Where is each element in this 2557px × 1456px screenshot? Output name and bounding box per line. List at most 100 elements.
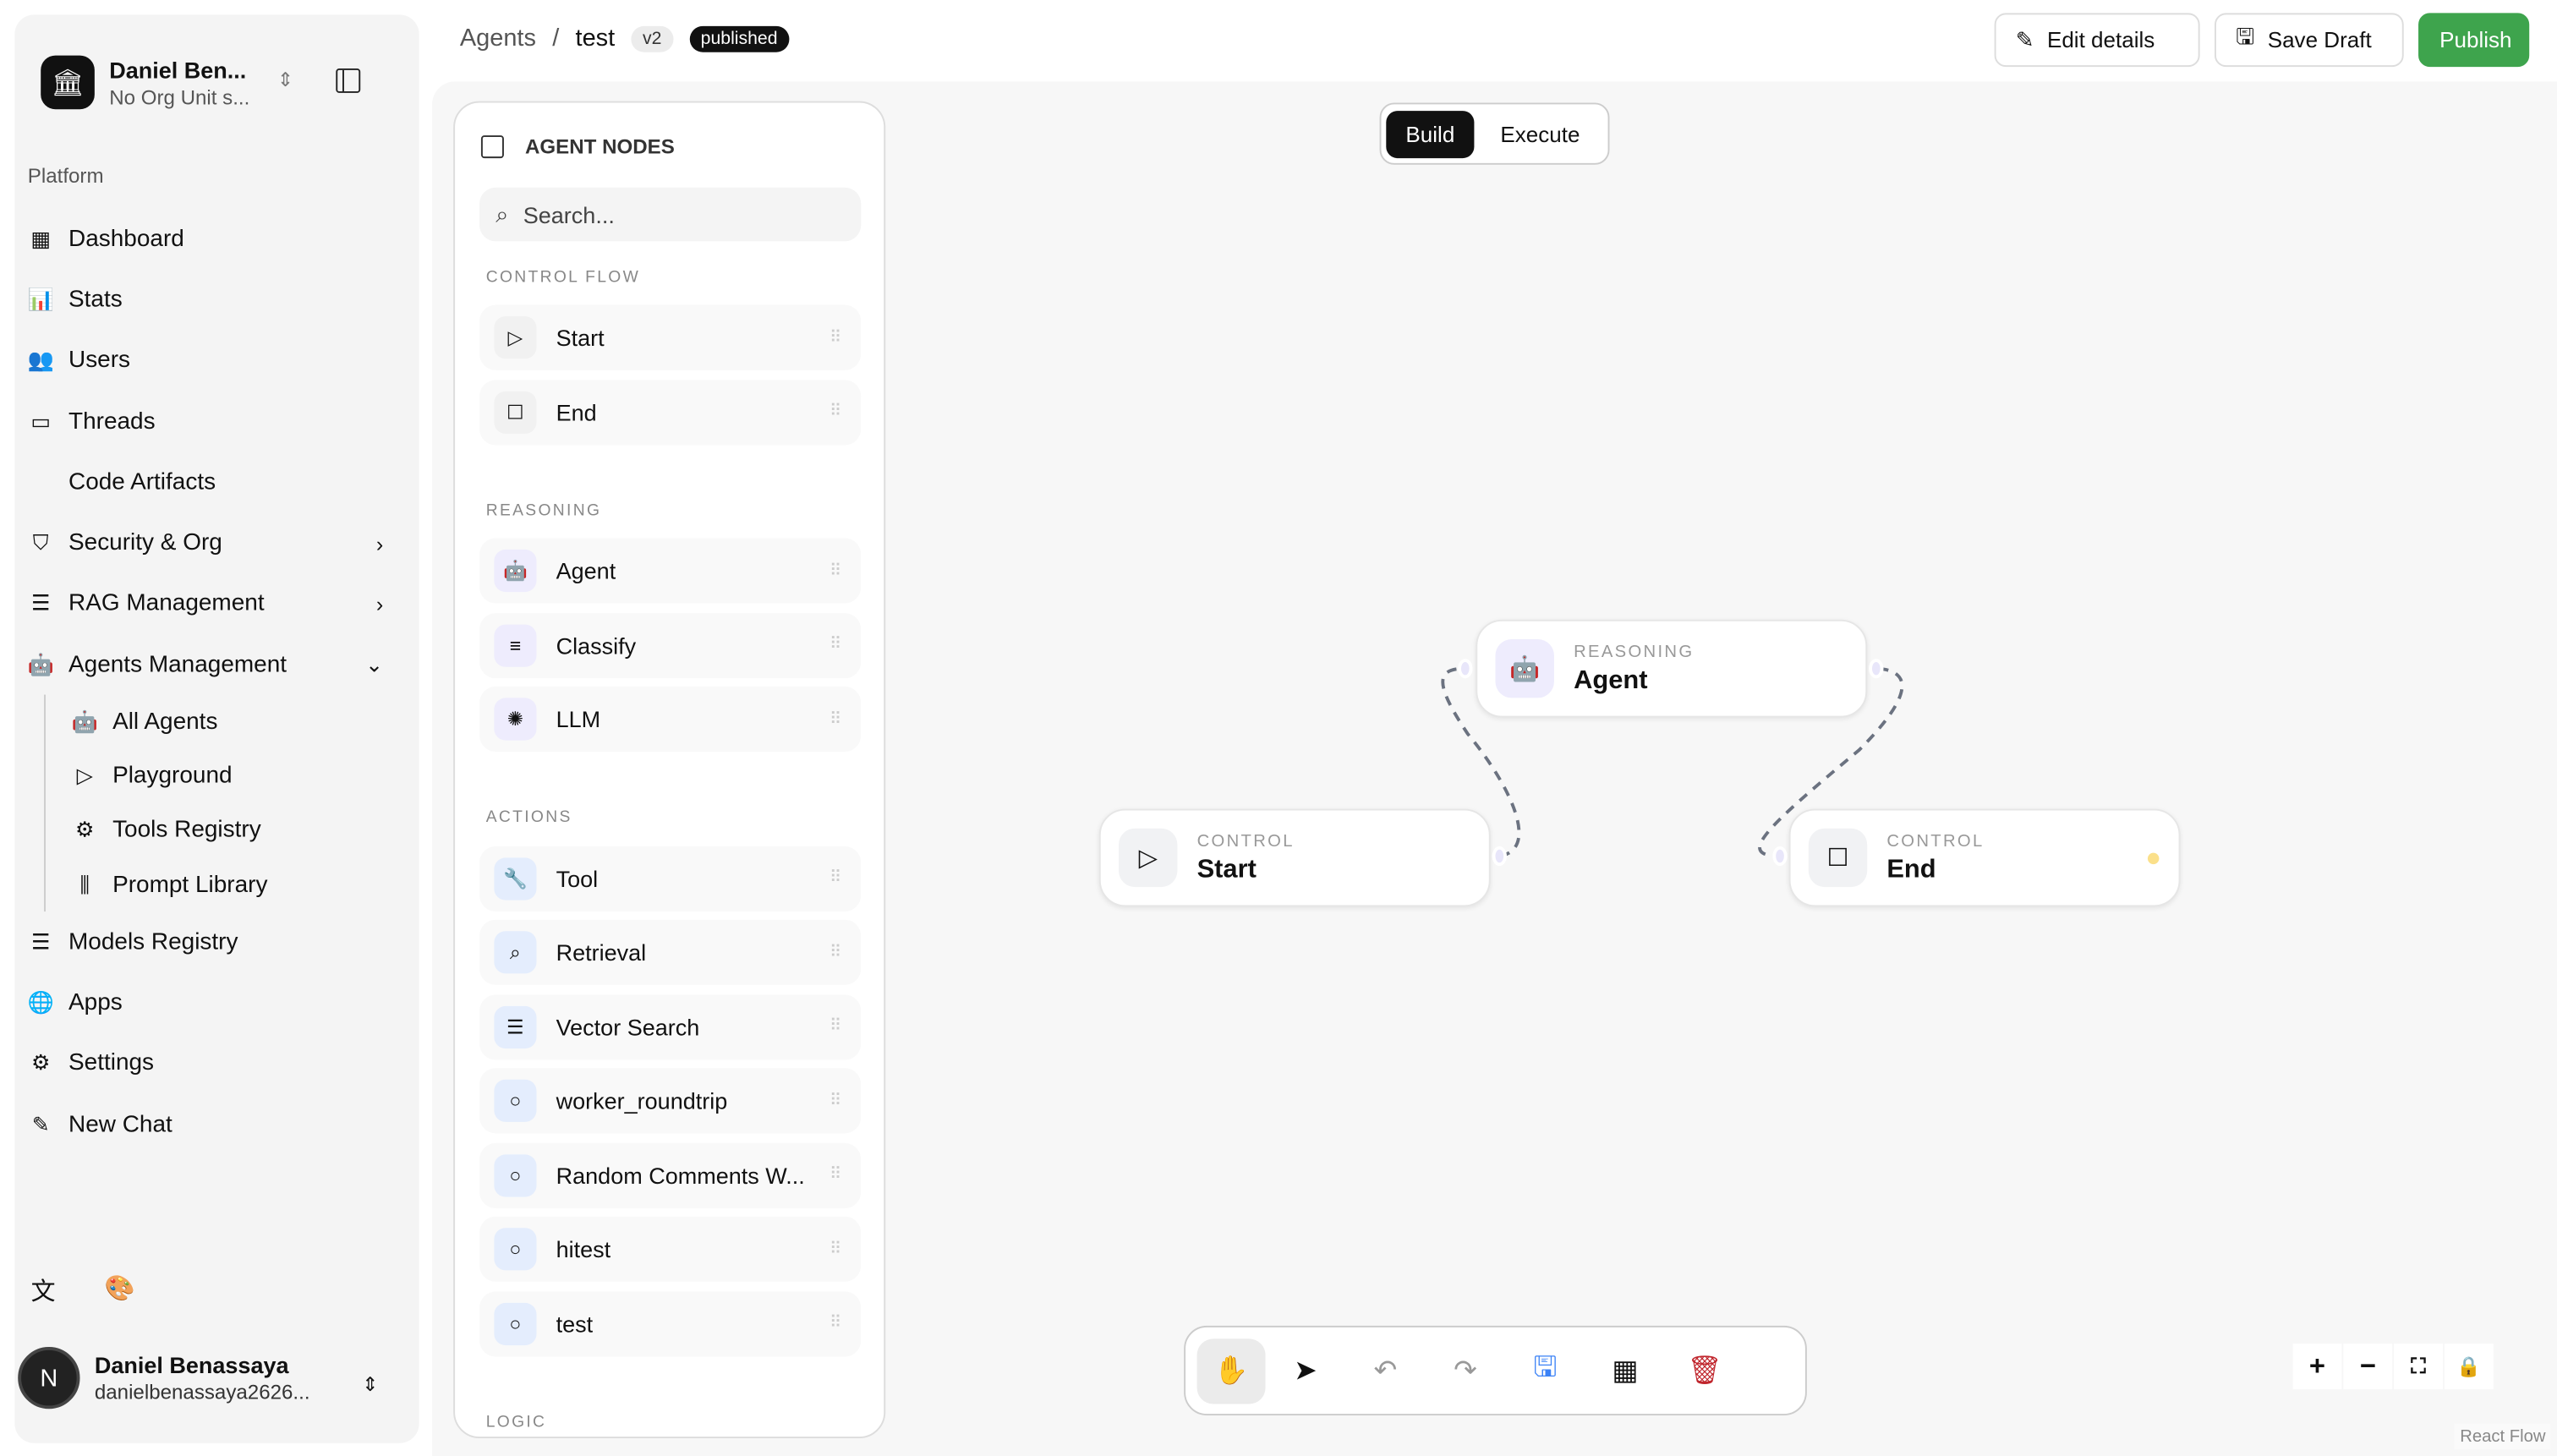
- publish-button[interactable]: Publish: [2418, 13, 2530, 68]
- chevron-down-icon: ⌄: [365, 651, 384, 676]
- edge-agent-end: [1758, 666, 1904, 858]
- palette-node[interactable]: ✺LLM⠿: [479, 686, 862, 753]
- drag-handle-icon[interactable]: ⠿: [830, 943, 842, 961]
- tab-build[interactable]: Build: [1386, 110, 1475, 158]
- tools-icon: ⚙: [75, 817, 95, 842]
- zoom-out-icon[interactable]: −: [2343, 1344, 2393, 1390]
- save-draft-button[interactable]: 🖫Save Draft: [2214, 13, 2404, 68]
- target-handle[interactable]: [1458, 659, 1473, 679]
- sidebar-item-models-registry[interactable]: ☰Models Registry: [28, 911, 390, 972]
- sidebar-item-users[interactable]: 👥Users: [28, 331, 390, 391]
- database-icon: ☰: [494, 1004, 537, 1048]
- sidebar-item-prompt-library[interactable]: ⫼ Prompt Library: [72, 857, 390, 911]
- sidebar-item-label: Prompt Library: [112, 871, 268, 898]
- canvas-toolbar: ✋ ➤ ↶ ↷ 🖫 ▦ 🗑: [1184, 1325, 1807, 1415]
- palette-node[interactable]: ☐End⠿: [479, 379, 862, 445]
- category-label: LOGIC: [485, 1413, 547, 1431]
- sidebar-item-rag-management[interactable]: ☰RAG Management›: [28, 573, 390, 634]
- sidebar: [14, 14, 419, 1443]
- chevrons-updown-icon[interactable]: ⇕: [362, 1372, 379, 1396]
- palette-node[interactable]: ▷Start⠿: [479, 304, 862, 370]
- hand-icon[interactable]: ✋: [1196, 1338, 1266, 1404]
- category-label: CONTROL FLOW: [485, 268, 641, 287]
- circle-icon: ○: [494, 1228, 537, 1271]
- breadcrumb-agents[interactable]: Agents: [459, 24, 536, 52]
- drag-handle-icon[interactable]: ⠿: [830, 1092, 842, 1110]
- sidebar-item-tools-registry[interactable]: ⚙Tools Registry: [72, 803, 390, 857]
- target-handle[interactable]: [1772, 846, 1788, 867]
- palette-node[interactable]: ☰Vector Search⠿: [479, 993, 862, 1059]
- sidebar-item-all-agents[interactable]: 🤖All Agents: [72, 695, 390, 749]
- palette-node[interactable]: 🤖Agent⠿: [479, 538, 862, 604]
- palette-icon[interactable]: 🎨: [104, 1275, 135, 1303]
- sidebar-item-code-artifacts[interactable]: Code Artifacts: [28, 452, 390, 513]
- drag-handle-icon[interactable]: ⠿: [830, 709, 842, 729]
- palette-node[interactable]: ≡Classify⠿: [479, 612, 862, 678]
- source-handle[interactable]: [1492, 846, 1507, 867]
- play-icon: ▷: [494, 316, 537, 359]
- sidebar-item-threads[interactable]: ▭Threads: [28, 391, 390, 452]
- panel-toggle-icon[interactable]: [480, 135, 504, 159]
- sidebar-item-stats[interactable]: 📊Stats: [28, 270, 390, 331]
- dashboard-icon: ▦: [30, 226, 52, 251]
- sidebar-item-label: Dashboard: [68, 226, 184, 253]
- palette-node[interactable]: ○test⠿: [479, 1290, 862, 1356]
- drag-handle-icon[interactable]: ⠿: [830, 636, 842, 654]
- sidebar-item-settings[interactable]: ⚙Settings: [28, 1033, 390, 1094]
- play-icon: ▷: [76, 763, 93, 788]
- chevrons-updown-icon[interactable]: ⇕: [277, 68, 294, 91]
- lock-icon[interactable]: 🔒: [2444, 1344, 2494, 1390]
- drag-handle-icon[interactable]: ⠿: [830, 328, 842, 347]
- org-switcher[interactable]: 🏛 Daniel Ben...No Org Unit s...: [41, 55, 249, 110]
- react-flow-attribution[interactable]: React Flow: [2455, 1423, 2551, 1450]
- users-icon: 👥: [27, 348, 55, 373]
- sidebar-item-label: New Chat: [68, 1111, 172, 1138]
- bank-icon: 🏛: [41, 55, 95, 110]
- zoom-in-icon[interactable]: +: [2292, 1344, 2342, 1390]
- redo-icon[interactable]: ↷: [1454, 1354, 1477, 1386]
- sidebar-item-security-org[interactable]: ⛉Security & Org›: [28, 513, 390, 574]
- pencil-icon: ✎: [2015, 26, 2034, 52]
- fit-view-icon[interactable]: ⛶: [2394, 1344, 2443, 1390]
- sidebar-toggle-icon[interactable]: [336, 68, 361, 93]
- sidebar-item-playground[interactable]: ▷Playground: [72, 749, 390, 803]
- edit-details-button[interactable]: ✎Edit details: [1994, 13, 2200, 68]
- palette-node[interactable]: ○Random Comments W...⠿: [479, 1141, 862, 1208]
- trash-icon[interactable]: 🗑: [1687, 1354, 1723, 1386]
- drag-handle-icon[interactable]: ⠿: [830, 1314, 842, 1333]
- grid-icon[interactable]: ▦: [1612, 1354, 1639, 1386]
- filter-icon: ≡: [494, 623, 537, 666]
- database-icon: ☰: [30, 928, 51, 954]
- drag-handle-icon[interactable]: ⠿: [830, 1240, 842, 1258]
- translate-icon[interactable]: 文: [30, 1278, 56, 1306]
- drag-handle-icon[interactable]: ⠿: [830, 868, 842, 888]
- library-icon: ⫼: [79, 871, 90, 896]
- sidebar-item-apps[interactable]: 🌐Apps: [28, 972, 390, 1033]
- sidebar-item-agents-management[interactable]: 🤖Agents Management⌄: [28, 634, 390, 695]
- drag-handle-icon[interactable]: ⠿: [830, 1165, 842, 1185]
- square-icon: ☐: [1808, 828, 1868, 888]
- pointer-icon[interactable]: ➤: [1294, 1354, 1317, 1386]
- palette-node[interactable]: 🔧Tool⠿: [479, 845, 862, 911]
- source-handle[interactable]: [1869, 659, 1884, 679]
- status-dot: [2147, 852, 2160, 865]
- sidebar-item-new-chat[interactable]: ✎New Chat: [28, 1094, 390, 1155]
- save-icon[interactable]: 🖫: [1533, 1351, 1558, 1383]
- undo-icon[interactable]: ↶: [1373, 1354, 1398, 1386]
- drag-handle-icon[interactable]: ⠿: [830, 561, 842, 580]
- palette-node[interactable]: ○worker_roundtrip⠿: [479, 1068, 862, 1134]
- sidebar-item-dashboard[interactable]: ▦ Dashboard: [28, 209, 390, 270]
- palette-node[interactable]: ⌕Retrieval⠿: [479, 919, 862, 985]
- drag-handle-icon[interactable]: ⠿: [830, 1017, 842, 1036]
- section-label: Platform: [27, 164, 104, 188]
- palette-node[interactable]: ○hitest⠿: [479, 1216, 862, 1282]
- tab-execute[interactable]: Execute: [1500, 121, 1580, 146]
- drag-handle-icon[interactable]: ⠿: [830, 402, 842, 421]
- square-icon: ☐: [494, 390, 537, 434]
- node-search-input[interactable]: ⌕Search...: [479, 187, 862, 242]
